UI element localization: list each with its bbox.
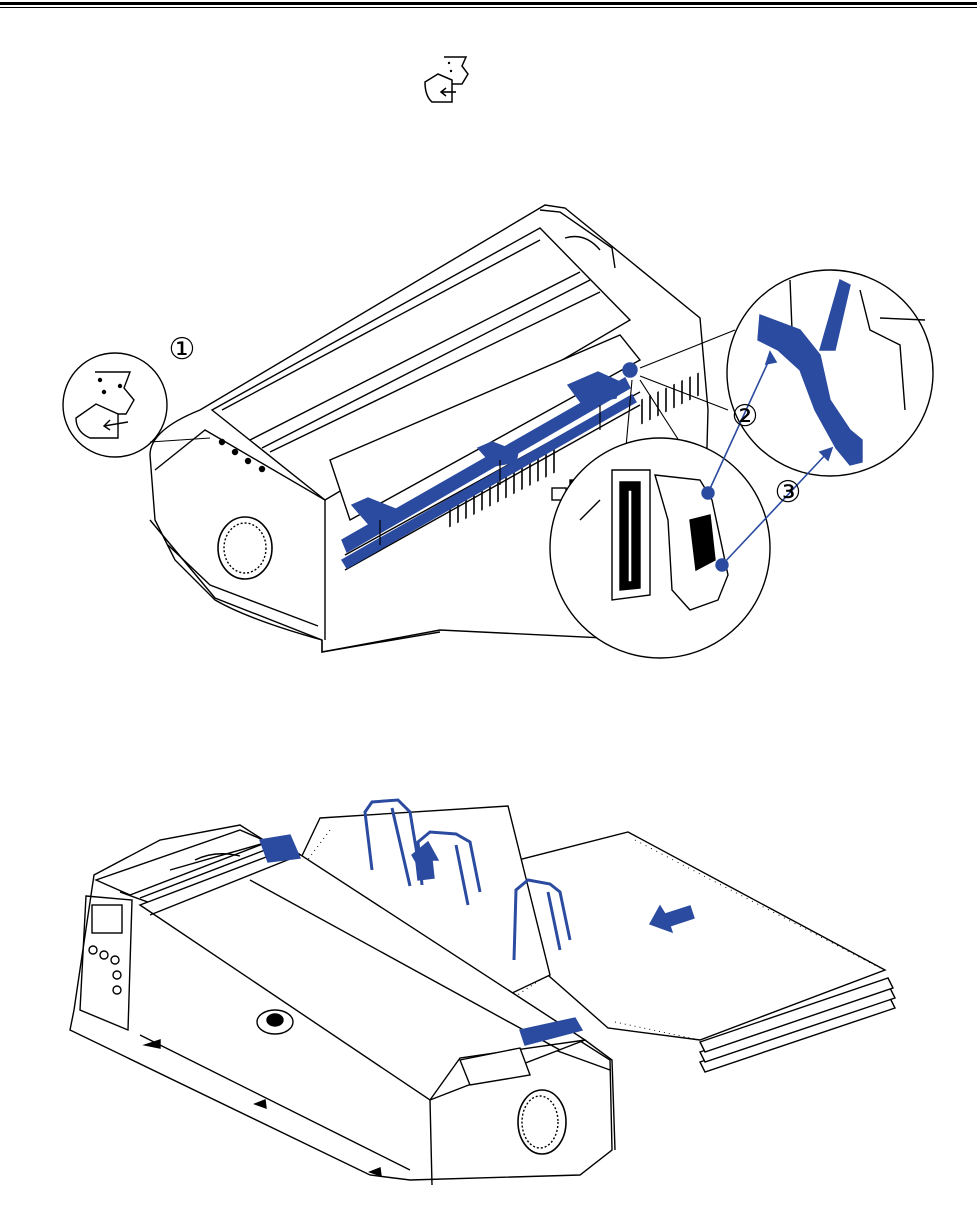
callout-number-1: ① xyxy=(162,330,202,370)
tractor-paper-feed-icon xyxy=(425,57,468,102)
callout-number-3: ③ xyxy=(768,473,808,513)
figure-2-paper-loading xyxy=(70,800,895,1185)
callout-number-2: ② xyxy=(725,397,765,437)
